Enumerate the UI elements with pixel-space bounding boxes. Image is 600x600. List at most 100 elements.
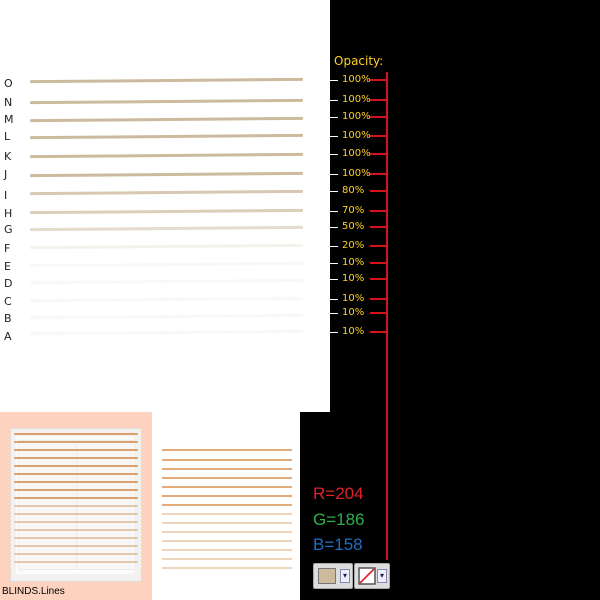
opacity-title: Opacity: <box>334 54 384 68</box>
opacity-value: 70% <box>342 205 365 216</box>
leader-tick <box>324 136 338 137</box>
fill-color-icon <box>318 568 336 584</box>
preview-slat <box>14 497 138 499</box>
line-slat <box>162 459 292 461</box>
blinds-lines-panel <box>152 412 300 600</box>
preview-slat <box>14 513 138 515</box>
preview-slat <box>14 545 138 547</box>
opacity-value: 10% <box>342 307 365 318</box>
opacity-value: 100% <box>342 148 371 159</box>
legend-panel <box>330 0 600 600</box>
opacity-value: 10% <box>342 257 365 268</box>
line-slat <box>162 495 292 497</box>
scale-tick <box>370 135 386 137</box>
row-letter: C <box>4 295 12 308</box>
opacity-value: 100% <box>342 168 371 179</box>
row-letter: A <box>4 330 12 343</box>
line-slat <box>162 522 292 524</box>
line-slat <box>162 549 292 551</box>
preview-slat <box>14 441 138 443</box>
scale-tick <box>370 226 386 228</box>
leader-tick <box>316 332 338 333</box>
preview-slat <box>14 465 138 467</box>
opacity-value: 100% <box>342 94 371 105</box>
line-slat <box>162 558 292 560</box>
row-letter: B <box>4 312 12 325</box>
preview-slat <box>14 505 138 507</box>
row-letter: M <box>4 113 14 126</box>
opacity-value: 100% <box>342 111 371 122</box>
opacity-value: 80% <box>342 185 365 196</box>
scale-tick <box>370 79 386 81</box>
opacity-scale-bar <box>386 72 388 560</box>
leader-tick <box>316 191 338 192</box>
opacity-value: 100% <box>342 74 371 85</box>
blue-value-label: B=158 <box>313 535 363 554</box>
leader-tick <box>324 80 338 81</box>
leader-tick <box>324 100 338 101</box>
opacity-value: 10% <box>342 293 365 304</box>
line-slat <box>162 477 292 479</box>
leader-tick <box>324 154 338 155</box>
preview-slat <box>14 521 138 523</box>
preview-slat <box>14 561 138 563</box>
leader-tick <box>324 174 338 175</box>
scale-tick <box>370 190 386 192</box>
line-slat <box>162 486 292 488</box>
scale-tick <box>370 331 386 333</box>
preview-slat <box>14 449 138 451</box>
red-value-label: R=204 <box>313 484 364 503</box>
preview-slat <box>14 457 138 459</box>
row-letter: O <box>4 77 13 90</box>
line-slat <box>162 567 292 569</box>
leader-tick <box>316 227 338 228</box>
leader-tick <box>316 211 338 212</box>
scale-tick <box>370 278 386 280</box>
row-letter: K <box>4 150 12 163</box>
line-slat <box>162 540 292 542</box>
leader-tick <box>316 313 338 314</box>
leader-tick <box>316 246 338 247</box>
preview-slat <box>14 553 138 555</box>
scale-tick <box>370 173 386 175</box>
opacity-value: 100% <box>342 130 371 141</box>
line-slat <box>162 531 292 533</box>
chevron-down-icon: ▾ <box>340 569 350 583</box>
preview-slat <box>14 537 138 539</box>
fill-swatch-button[interactable]: ▾ <box>313 563 353 589</box>
row-letter: I <box>4 189 8 202</box>
scale-tick <box>370 312 386 314</box>
row-letter: N <box>4 96 13 109</box>
preview-slat <box>14 473 138 475</box>
leader-tick <box>316 279 338 280</box>
opacity-value: 50% <box>342 221 365 232</box>
opacity-value: 20% <box>342 240 365 251</box>
opacity-value: 10% <box>342 326 365 337</box>
green-value-label: G=186 <box>313 510 365 529</box>
line-slat <box>162 504 292 506</box>
opacity-chart-panel <box>0 0 330 412</box>
line-slat <box>162 468 292 470</box>
no-stroke-icon <box>358 567 376 585</box>
row-letter: E <box>4 260 11 273</box>
preview-slat <box>14 433 138 435</box>
scale-tick <box>370 153 386 155</box>
row-letter: J <box>4 168 8 181</box>
line-slat <box>162 449 292 451</box>
row-letter: L <box>4 130 11 143</box>
scale-tick <box>370 262 386 264</box>
row-letter: F <box>4 242 11 255</box>
line-slat <box>162 513 292 515</box>
preview-slat <box>14 489 138 491</box>
stroke-swatch-button[interactable]: ▾ <box>354 563 390 589</box>
leader-tick <box>316 299 338 300</box>
scale-tick <box>370 298 386 300</box>
scale-tick <box>370 245 386 247</box>
opacity-value: 10% <box>342 273 365 284</box>
row-letter: D <box>4 277 13 290</box>
scale-tick <box>370 210 386 212</box>
chevron-down-icon: ▾ <box>377 569 387 583</box>
preview-slat <box>14 481 138 483</box>
scale-tick <box>370 99 386 101</box>
leader-tick <box>316 263 338 264</box>
